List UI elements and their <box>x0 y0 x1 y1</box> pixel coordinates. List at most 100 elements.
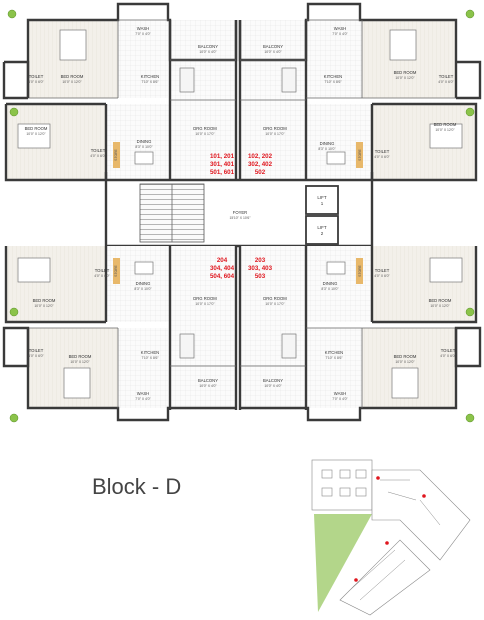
svg-text:10'0" X 4'0": 10'0" X 4'0" <box>264 384 282 388</box>
svg-text:8'3" X 10'0": 8'3" X 10'0" <box>135 145 153 149</box>
svg-text:WASH: WASH <box>334 26 346 31</box>
svg-text:10'0" X 12'0": 10'0" X 12'0" <box>435 128 455 132</box>
svg-text:10'0" X 4'0": 10'0" X 4'0" <box>199 384 217 388</box>
svg-text:BALCONY: BALCONY <box>198 44 218 49</box>
svg-text:WASH: WASH <box>137 26 149 31</box>
svg-text:BALCONY: BALCONY <box>263 44 283 49</box>
plant-icon <box>9 107 19 117</box>
svg-text:BED ROOM: BED ROOM <box>429 298 452 303</box>
svg-text:7'10" X 8'6": 7'10" X 8'6" <box>141 80 159 84</box>
svg-text:7'10" X 8'6": 7'10" X 8'6" <box>141 356 159 360</box>
svg-text:DINING: DINING <box>320 141 335 146</box>
location-marker-icon <box>354 578 358 582</box>
key-site-plan <box>311 459 471 616</box>
svg-text:8'3" X 10'0": 8'3" X 10'0" <box>318 147 336 151</box>
svg-text:7'0" X 4'0": 7'0" X 4'0" <box>332 397 348 401</box>
dining-table-icon <box>326 261 346 275</box>
svg-text:BED ROOM: BED ROOM <box>69 354 92 359</box>
svg-text:KITCHEN: KITCHEN <box>325 350 343 355</box>
svg-text:10'0" X 4'0": 10'0" X 4'0" <box>264 50 282 54</box>
dining-table-icon <box>326 151 346 165</box>
block-title: Block - D <box>92 474 181 499</box>
bed-icon <box>389 29 417 61</box>
svg-text:4'0" X 6'0": 4'0" X 6'0" <box>94 274 110 278</box>
lift-1-label: LIFT <box>317 195 327 200</box>
labels-top-right: WASH 7'0" X 4'0" BALCONY 10'0" X 4'0" KI… <box>263 26 457 159</box>
svg-text:4'0" X 6'0": 4'0" X 6'0" <box>438 80 454 84</box>
plant-icon <box>7 9 17 19</box>
svg-text:TOILET: TOILET <box>95 268 110 273</box>
svg-text:4'0" X 6'0": 4'0" X 6'0" <box>28 80 44 84</box>
svg-text:10'0" X 12'0": 10'0" X 12'0" <box>70 360 90 364</box>
store-label: STORE <box>114 264 118 276</box>
svg-text:DRG ROOM: DRG ROOM <box>193 126 217 131</box>
svg-text:4'0" X 6'0": 4'0" X 6'0" <box>374 274 390 278</box>
bed-icon <box>17 257 51 283</box>
top-wing <box>2 2 482 182</box>
svg-text:WASH: WASH <box>137 391 149 396</box>
plant-icon <box>465 107 475 117</box>
svg-text:BED ROOM: BED ROOM <box>33 298 56 303</box>
sofa-icons <box>179 67 297 359</box>
svg-text:8'3" X 10'0": 8'3" X 10'0" <box>321 287 339 291</box>
svg-text:BED ROOM: BED ROOM <box>394 70 417 75</box>
svg-text:10'0" X 12'0": 10'0" X 12'0" <box>395 360 415 364</box>
unit-bl-line-2: 304, 404 <box>210 265 235 272</box>
sofa-icon <box>179 333 195 359</box>
svg-text:10'0" X 12'0": 10'0" X 12'0" <box>62 80 82 84</box>
bed-icon <box>63 367 91 399</box>
plant-icon <box>465 9 475 19</box>
svg-text:8'3" X 10'0": 8'3" X 10'0" <box>134 287 152 291</box>
svg-text:7'0" X 4'0": 7'0" X 4'0" <box>135 397 151 401</box>
dining-table-icon <box>134 261 154 275</box>
svg-text:7'10" X 8'6": 7'10" X 8'6" <box>324 80 342 84</box>
store-label: STORE <box>358 264 362 276</box>
bed-icon <box>429 123 463 149</box>
unit-br-line-2: 303, 403 <box>248 265 273 272</box>
svg-text:10'0" X 12'0": 10'0" X 12'0" <box>430 304 450 308</box>
core: LIFT 1 LIFT 2 FOYER 15'10" X 10'6" <box>104 178 374 248</box>
unit-tr-line-2: 302, 402 <box>248 161 273 168</box>
svg-text:TOILET: TOILET <box>375 149 390 154</box>
plant-icons <box>7 9 475 423</box>
svg-text:4'0" X 6'0": 4'0" X 6'0" <box>374 155 390 159</box>
svg-text:DINING: DINING <box>137 139 152 144</box>
labels-bottom-right: TOILET 4'0" X 6'0" DINING 8'3" X 10'0" D… <box>263 268 456 401</box>
svg-text:DRG ROOM: DRG ROOM <box>263 296 287 301</box>
svg-text:DINING: DINING <box>136 281 151 286</box>
unit-tr-line-1: 102, 202 <box>248 153 273 160</box>
labels-bottom-left: TOILET 4'0" X 6'0" DINING 8'3" X 10'0" D… <box>28 268 218 401</box>
svg-text:BALCONY: BALCONY <box>263 378 283 383</box>
sofa-icon <box>179 67 195 93</box>
location-marker-icon <box>376 476 380 480</box>
lift-2 <box>305 215 339 245</box>
svg-text:BED ROOM: BED ROOM <box>61 74 84 79</box>
svg-text:TOILET: TOILET <box>91 148 106 153</box>
svg-text:10'0" X 17'0": 10'0" X 17'0" <box>195 132 215 136</box>
lift-1-number: 1 <box>321 201 324 206</box>
unit-bl-line-1: 204 <box>217 257 228 264</box>
svg-text:KITCHEN: KITCHEN <box>141 350 159 355</box>
dining-table-icon <box>134 151 154 165</box>
unit-tl-line-3: 501, 601 <box>210 169 235 176</box>
svg-text:10'0" X 12'0": 10'0" X 12'0" <box>34 304 54 308</box>
plant-icon <box>9 413 19 423</box>
store-panel <box>113 258 120 284</box>
bed-icon <box>59 29 87 61</box>
unit-tl-line-1: 101, 201 <box>210 153 235 160</box>
svg-text:DRG ROOM: DRG ROOM <box>263 126 287 131</box>
foyer-label: FOYER <box>233 210 247 215</box>
store-panel <box>356 142 363 168</box>
svg-text:KITCHEN: KITCHEN <box>324 74 342 79</box>
svg-text:BED ROOM: BED ROOM <box>434 122 457 127</box>
lift-2-label: LIFT <box>317 225 327 230</box>
svg-text:10'0" X 17'0": 10'0" X 17'0" <box>265 132 285 136</box>
svg-text:7'0" X 4'0": 7'0" X 4'0" <box>332 32 348 36</box>
svg-text:DINING: DINING <box>323 281 338 286</box>
svg-text:TOILET: TOILET <box>375 268 390 273</box>
sofa-icon <box>281 67 297 93</box>
svg-text:WASH: WASH <box>334 391 346 396</box>
svg-text:BED ROOM: BED ROOM <box>25 126 48 131</box>
dining-table-icons <box>134 151 346 275</box>
